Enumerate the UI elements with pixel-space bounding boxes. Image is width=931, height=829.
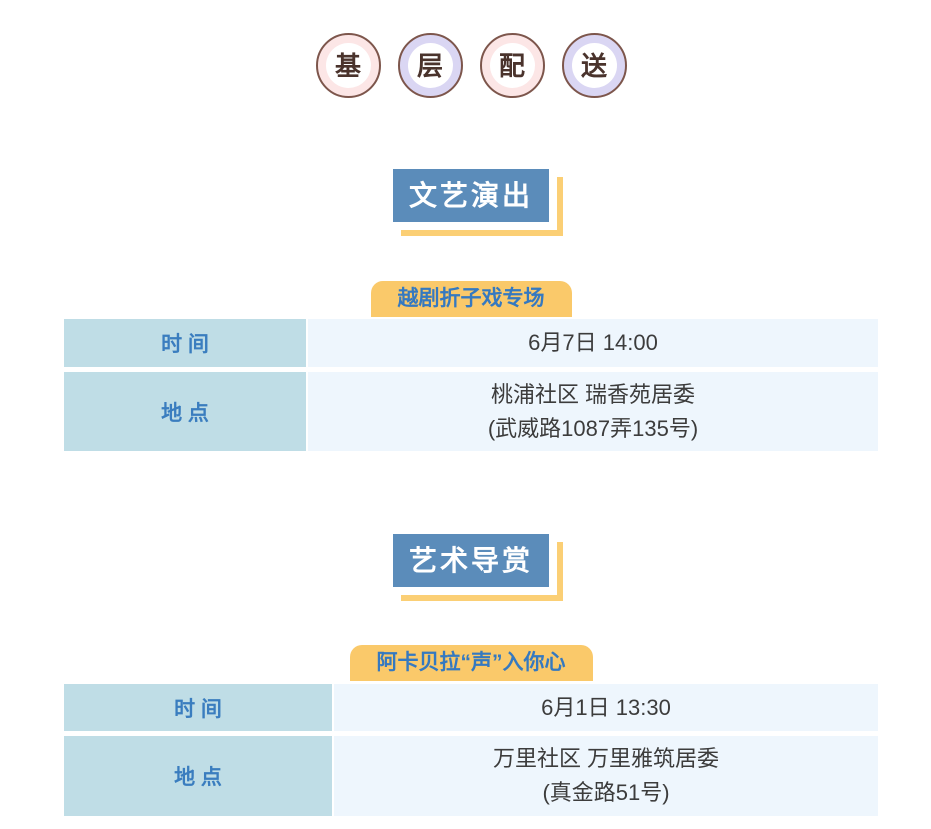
badge-circle-3: 配 <box>479 33 545 98</box>
time-value: 6月1日 13:30 <box>541 694 671 720</box>
location-value-line2: (武威路1087弄135号) <box>487 415 699 441</box>
table-row-location: 地 点 万里社区 万里雅筑居委 (真金路51号) <box>64 736 878 817</box>
section-title-row-2: 艺术导赏 <box>64 534 878 602</box>
section-title-2: 艺术导赏 <box>393 534 549 588</box>
section-title-1: 文艺演出 <box>393 169 549 222</box>
location-value-line1: 万里社区 万里雅筑居委 <box>492 746 720 772</box>
table-row-location: 地 点 桃浦社区 瑞香苑居委 (武威路1087弄135号) <box>64 372 878 452</box>
event-info-table-2: 时 间 6月1日 13:30 地 点 万里社区 万里雅筑居委 (真金路51号) <box>64 684 878 817</box>
badge-inner-circle: 送 <box>571 43 617 88</box>
badge-inner-circle: 层 <box>407 43 453 88</box>
event-name-row-2: 阿卡贝拉“声”入你心 <box>64 645 878 682</box>
location-value-cell: 万里社区 万里雅筑居委 (真金路51号) <box>334 736 878 817</box>
location-value-line1: 桃浦社区 瑞香苑居委 <box>490 381 696 407</box>
section-title-text-1: 文艺演出 <box>408 179 533 211</box>
section-title-frame-1: 文艺演出 <box>393 169 563 236</box>
header-badges: 基 层 配 送 <box>64 0 878 99</box>
section-title-frame-2: 艺术导赏 <box>393 534 563 602</box>
time-label-cell: 时 间 <box>64 319 306 368</box>
event-name-pill-1: 越剧折子戏专场 <box>370 281 572 318</box>
badge-inner-circle: 配 <box>489 43 535 88</box>
badge-char-2: 层 <box>416 50 443 81</box>
time-value-cell: 6月1日 13:30 <box>334 684 878 732</box>
event-name-row-1: 越剧折子戏专场 <box>64 281 878 318</box>
time-value: 6月7日 14:00 <box>528 330 658 356</box>
location-label-cell: 地 点 <box>64 736 332 817</box>
time-value-cell: 6月7日 14:00 <box>308 319 878 368</box>
table-row-time: 时 间 6月1日 13:30 <box>64 684 878 732</box>
location-value-cell: 桃浦社区 瑞香苑居委 (武威路1087弄135号) <box>308 372 878 452</box>
section-title-text-2: 艺术导赏 <box>408 544 533 576</box>
time-label-cell: 时 间 <box>64 684 332 732</box>
badge-char-1: 基 <box>334 50 361 81</box>
badge-circle-1: 基 <box>315 33 381 98</box>
badge-circle-4: 送 <box>561 33 627 98</box>
location-label-cell: 地 点 <box>64 372 306 452</box>
event-info-table-1: 时 间 6月7日 14:00 地 点 桃浦社区 瑞香苑居委 (武威路1087弄1… <box>64 319 878 452</box>
event-name-pill-2: 阿卡贝拉“声”入你心 <box>349 645 593 682</box>
badge-circle-2: 层 <box>397 33 463 98</box>
location-value-line2: (真金路51号) <box>542 780 670 806</box>
table-row-time: 时 间 6月7日 14:00 <box>64 319 878 368</box>
article-content: 基 层 配 送 文艺演出 越剧折子戏专场 <box>64 0 878 817</box>
badge-char-3: 配 <box>498 50 525 81</box>
section-title-row-1: 文艺演出 <box>64 169 878 236</box>
badge-char-4: 送 <box>580 50 607 81</box>
badge-inner-circle: 基 <box>325 43 371 88</box>
